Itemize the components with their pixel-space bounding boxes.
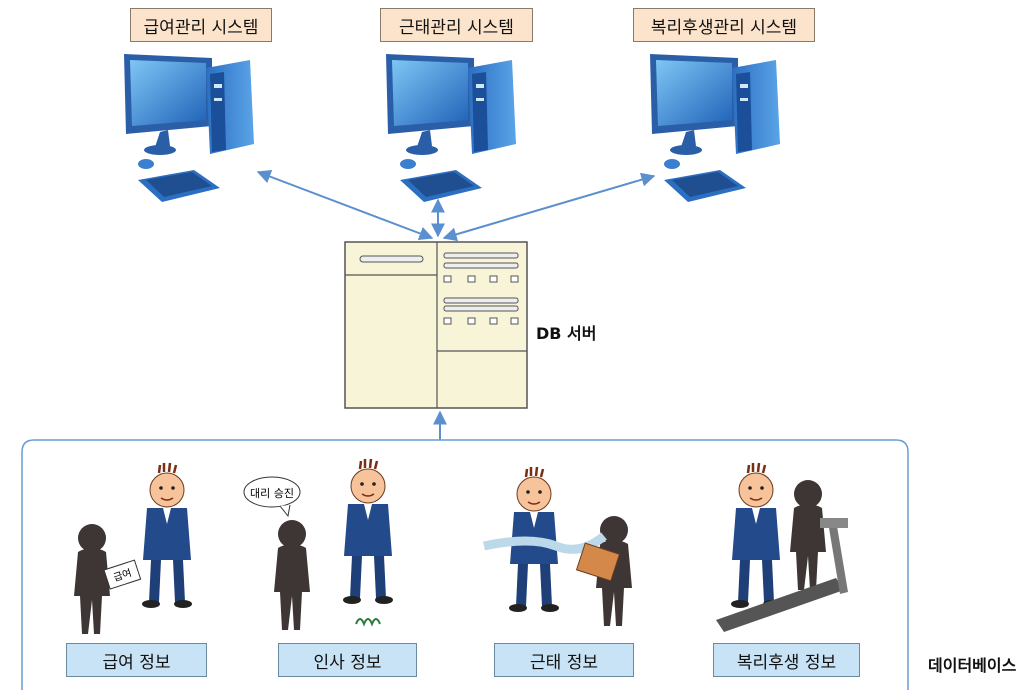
attendance-system-label: 근태관리 시스템 [380, 8, 533, 42]
payroll-system-label: 급여관리 시스템 [130, 8, 272, 42]
payroll-info-label: 급여 정보 [66, 643, 207, 677]
payroll-scene-illustration: 급여 [74, 461, 194, 634]
welfare-system-label: 복리후생관리 시스템 [633, 8, 815, 42]
db-server-label: DB 서버 [536, 324, 597, 343]
attendance-scene-illustration [483, 465, 632, 626]
arrow-server-welfare [442, 172, 656, 242]
database-container [21, 439, 909, 690]
db-server-icon [344, 241, 528, 409]
attendance-info-label: 근태 정보 [494, 643, 634, 677]
computer-icon [650, 54, 780, 202]
arrow-server-payroll [256, 169, 434, 241]
welfare-scene-illustration [716, 461, 848, 632]
promotion-scene-illustration: 대리 승진 [243, 457, 395, 630]
welfare-info-label: 복리후생 정보 [713, 643, 860, 677]
svg-text:대리 승진: 대리 승진 [250, 487, 294, 500]
database-label: 데이터베이스 [928, 656, 1017, 675]
svg-text:급여: 급여 [112, 567, 133, 584]
computer-icon [386, 54, 516, 202]
personnel-info-label: 인사 정보 [278, 643, 417, 677]
computer-icon [124, 54, 254, 202]
